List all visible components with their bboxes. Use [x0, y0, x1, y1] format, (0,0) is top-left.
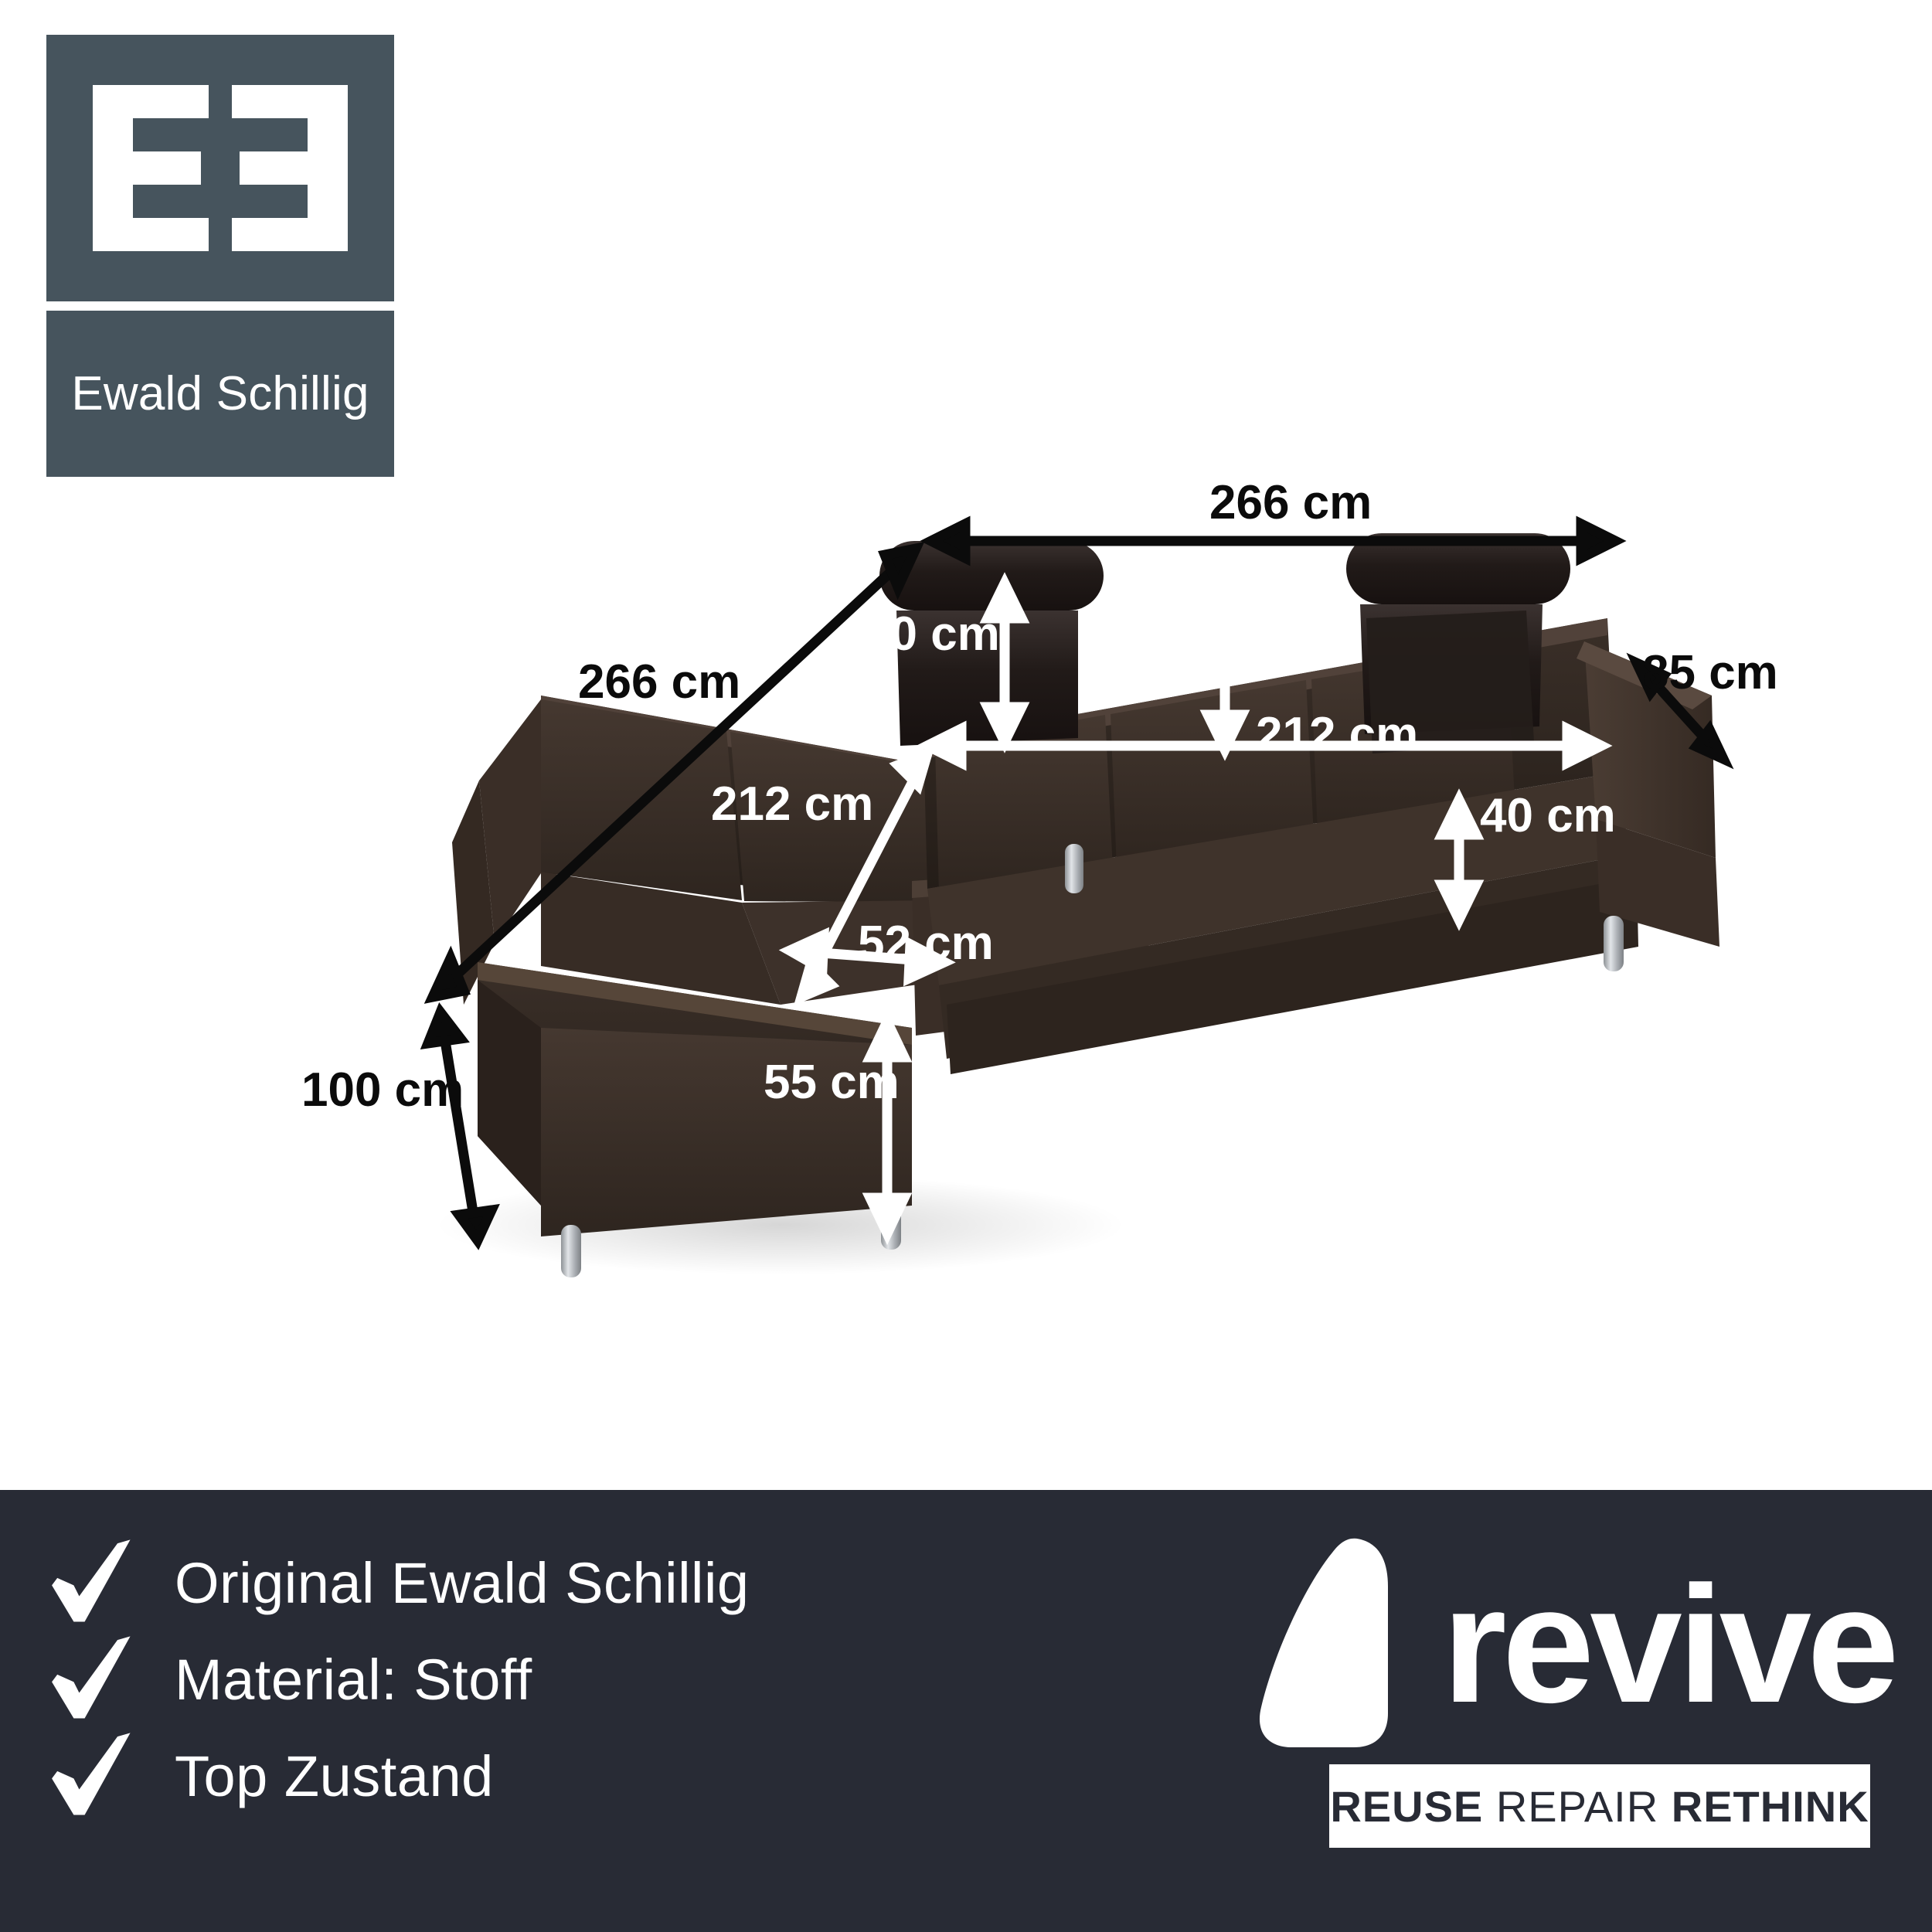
dimension-label-depth-left: 266 cm [578, 655, 741, 709]
revive-wordmark: revive [1442, 1550, 1900, 1737]
feature-row: Material: Stoff [46, 1631, 750, 1728]
ewald-schillig-monogram-icon [46, 35, 394, 301]
revive-tagline: REUSE REPAIR RETHINK [1329, 1764, 1870, 1848]
dimension-label-seat-depth: 52 cm [858, 917, 994, 970]
dimension-label-back-height: 40 cm [1194, 607, 1330, 661]
dimension-label-width-top: 266 cm [1209, 476, 1372, 529]
check-icon [46, 1538, 138, 1629]
product-photo: 266 cm 266 cm 60 cm 40 cm 85 cm 212 cm 2… [301, 476, 1778, 1277]
dimension-label-arm-height: 55 cm [764, 1056, 900, 1109]
tagline-word-repair: REPAIR [1495, 1781, 1659, 1831]
feature-label: Original Ewald Schillig [175, 1551, 750, 1615]
brand-name-plate: Ewald Schillig [46, 311, 394, 477]
feature-row: Original Ewald Schillig [46, 1535, 750, 1631]
feature-label: Top Zustand [175, 1744, 494, 1808]
dimension-label-headrest-height: 60 cm [864, 607, 1000, 661]
sofa-illustration [420, 515, 1734, 1277]
tagline-word-rethink: RETHINK [1671, 1781, 1869, 1831]
feature-label: Material: Stoff [175, 1648, 532, 1712]
feature-row: Top Zustand [46, 1728, 750, 1825]
brand-name-text: Ewald Schillig [71, 367, 369, 420]
dimension-label-total-height: 100 cm [301, 1063, 464, 1117]
check-icon [46, 1634, 138, 1726]
revive-logo: revive REUSE REPAIR RETHINK [1252, 1531, 1900, 1848]
brand-logo: Ewald Schillig [46, 35, 394, 477]
dimension-label-arm-depth: 85 cm [1642, 646, 1778, 699]
check-icon [46, 1731, 138, 1822]
feature-list: Original Ewald Schillig Material: Stoff … [46, 1535, 750, 1825]
dimension-label-seat-height-right: 40 cm [1480, 789, 1616, 842]
revive-leaf-mark-icon [1252, 1531, 1414, 1759]
dimension-label-inner-length-left: 212 cm [711, 777, 874, 831]
dimension-label-inner-length-right: 212 cm [1256, 708, 1419, 761]
info-banner: Original Ewald Schillig Material: Stoff … [0, 1490, 1932, 1932]
tagline-word-reuse: REUSE [1330, 1781, 1484, 1831]
